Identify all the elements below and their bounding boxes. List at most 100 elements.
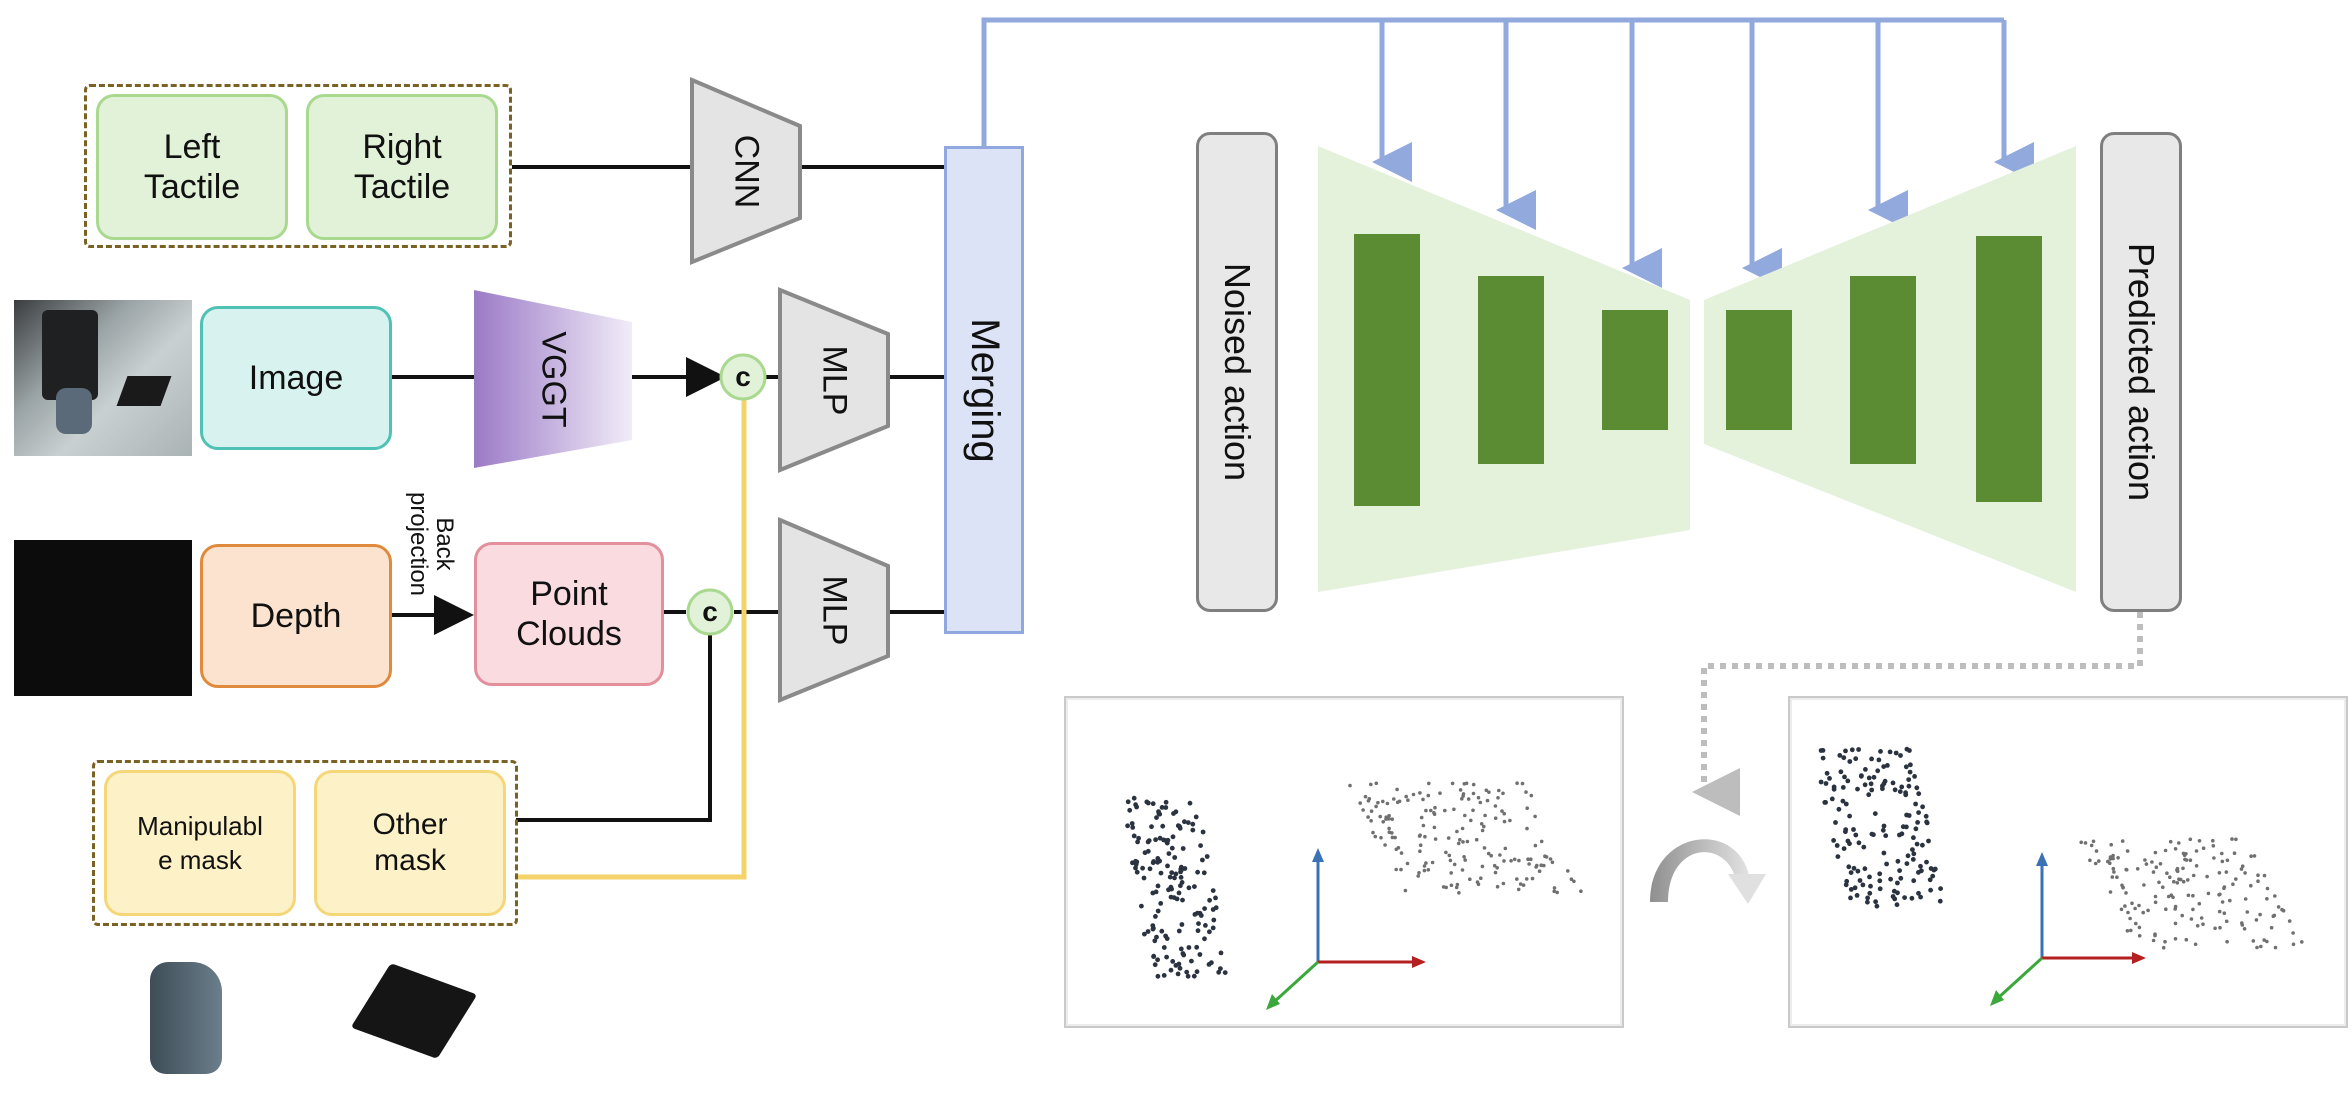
- cloud-point: [1881, 764, 1887, 769]
- cloud-point: [2120, 839, 2125, 843]
- cloud-point: [1856, 840, 1862, 846]
- cloud-point: [1202, 936, 1207, 942]
- predicted-action-label: Predicted action: [2121, 242, 2162, 502]
- cloud-point: [1534, 865, 1538, 869]
- cloud-point: [1484, 788, 1489, 793]
- cloud-point: [1171, 811, 1176, 816]
- cloud-point: [1189, 958, 1194, 964]
- cloud-point: [1938, 886, 1943, 891]
- cloud-point: [2110, 875, 2115, 879]
- cloud-point: [1145, 929, 1151, 934]
- point-clouds-box: Point Clouds: [474, 542, 664, 686]
- cloud-point: [1197, 952, 1203, 957]
- cloud-point: [1151, 954, 1156, 959]
- cloud-point: [1529, 857, 1533, 861]
- cloud-point: [1550, 860, 1555, 865]
- cloud-point: [1193, 814, 1199, 820]
- cloud-point: [1172, 855, 1178, 860]
- cloud-point: [1195, 928, 1201, 934]
- cloud-point: [1914, 841, 1920, 847]
- noised-action-wrap: Noised action: [1196, 132, 1278, 612]
- cloud-point: [1381, 799, 1385, 804]
- cloud-point: [1455, 829, 1459, 834]
- cloud-point: [1855, 868, 1861, 874]
- cloud-point: [1190, 827, 1196, 833]
- cloud-point: [2224, 870, 2229, 874]
- cloud-point: [2175, 881, 2180, 885]
- depth-photo: [14, 540, 192, 696]
- cloud-point: [1906, 777, 1912, 782]
- depth-box: Depth: [200, 544, 392, 688]
- cloud-point: [1855, 786, 1860, 792]
- cloud-point: [2273, 945, 2278, 950]
- cloud-point: [2111, 853, 2115, 858]
- cloud-point: [1176, 961, 1182, 967]
- cloud-point: [1182, 866, 1188, 871]
- cloud-point: [1892, 787, 1898, 793]
- cloud-point: [1869, 756, 1874, 762]
- cloud-point: [1834, 843, 1840, 848]
- back-projection-wrap: Back projection: [396, 484, 466, 604]
- cloud-point: [1844, 878, 1850, 884]
- cloud-point: [1165, 863, 1170, 869]
- cloud-point: [1866, 775, 1872, 781]
- cloud-point: [1566, 869, 1570, 873]
- cloud-point: [1877, 871, 1883, 877]
- cloud-point: [1211, 917, 1217, 923]
- cloud-point: [2141, 910, 2145, 915]
- cloud-point: [1169, 870, 1175, 875]
- cloud-point: [1452, 807, 1456, 812]
- back-projection-label: Back projection: [405, 491, 458, 597]
- cloud-point: [1849, 747, 1855, 753]
- cloud-point: [1411, 792, 1416, 797]
- cloud-point: [2211, 844, 2216, 848]
- cloud-point: [1179, 880, 1185, 885]
- cloud-point: [1865, 899, 1870, 905]
- cloud-point: [1841, 755, 1847, 761]
- cloud-point: [1464, 781, 1469, 786]
- cloud-point: [1417, 871, 1421, 875]
- cloud-point: [1937, 898, 1943, 904]
- cloud-point: [2239, 867, 2244, 871]
- robot-arm-shape: [42, 310, 98, 400]
- cloud-point: [2175, 868, 2179, 872]
- cloud-point: [2188, 858, 2193, 862]
- cloud-point: [2230, 837, 2234, 841]
- cloud-point: [2234, 837, 2238, 842]
- cloud-point: [2220, 900, 2225, 904]
- cloud-point: [1539, 839, 1544, 844]
- cloud-point: [2262, 938, 2266, 942]
- pointcloud-panel-after: [1788, 696, 2348, 1028]
- cloud-point: [1147, 866, 1153, 872]
- cloud-point: [2168, 875, 2172, 879]
- cloud-point: [1129, 821, 1135, 826]
- merging-label: Merging: [962, 317, 1007, 463]
- cloud-point: [1525, 826, 1529, 831]
- cloud-point: [1516, 887, 1521, 892]
- cloud-point: [2189, 917, 2194, 921]
- cloud-point: [1885, 763, 1890, 768]
- cloud-point: [1133, 865, 1138, 871]
- cloud-point: [2269, 925, 2274, 930]
- cloud-point: [1503, 846, 1508, 851]
- cloud-point: [1903, 764, 1909, 770]
- cloud-point: [1449, 871, 1453, 875]
- cloud-point: [1863, 767, 1868, 772]
- cloud-point: [1394, 847, 1399, 852]
- cloud-point: [1161, 945, 1167, 950]
- cloud-point: [1823, 800, 1828, 805]
- cloud-point: [1480, 864, 1485, 869]
- vggt-label: VGGT: [534, 330, 573, 428]
- tactile-group: [84, 84, 512, 248]
- cloud-point: [1394, 867, 1398, 872]
- cloud-point: [2211, 838, 2215, 843]
- right-tactile-box: Right Tactile: [306, 94, 498, 240]
- cloud-point: [2094, 849, 2099, 853]
- cloud-point: [1466, 797, 1471, 801]
- cloud-point: [1426, 868, 1431, 872]
- cloud-point: [2088, 858, 2092, 863]
- cloud-point: [1457, 891, 1461, 895]
- cloud-point: [1899, 784, 1905, 790]
- cloud-point: [1898, 753, 1903, 758]
- cloud-point: [1881, 850, 1887, 856]
